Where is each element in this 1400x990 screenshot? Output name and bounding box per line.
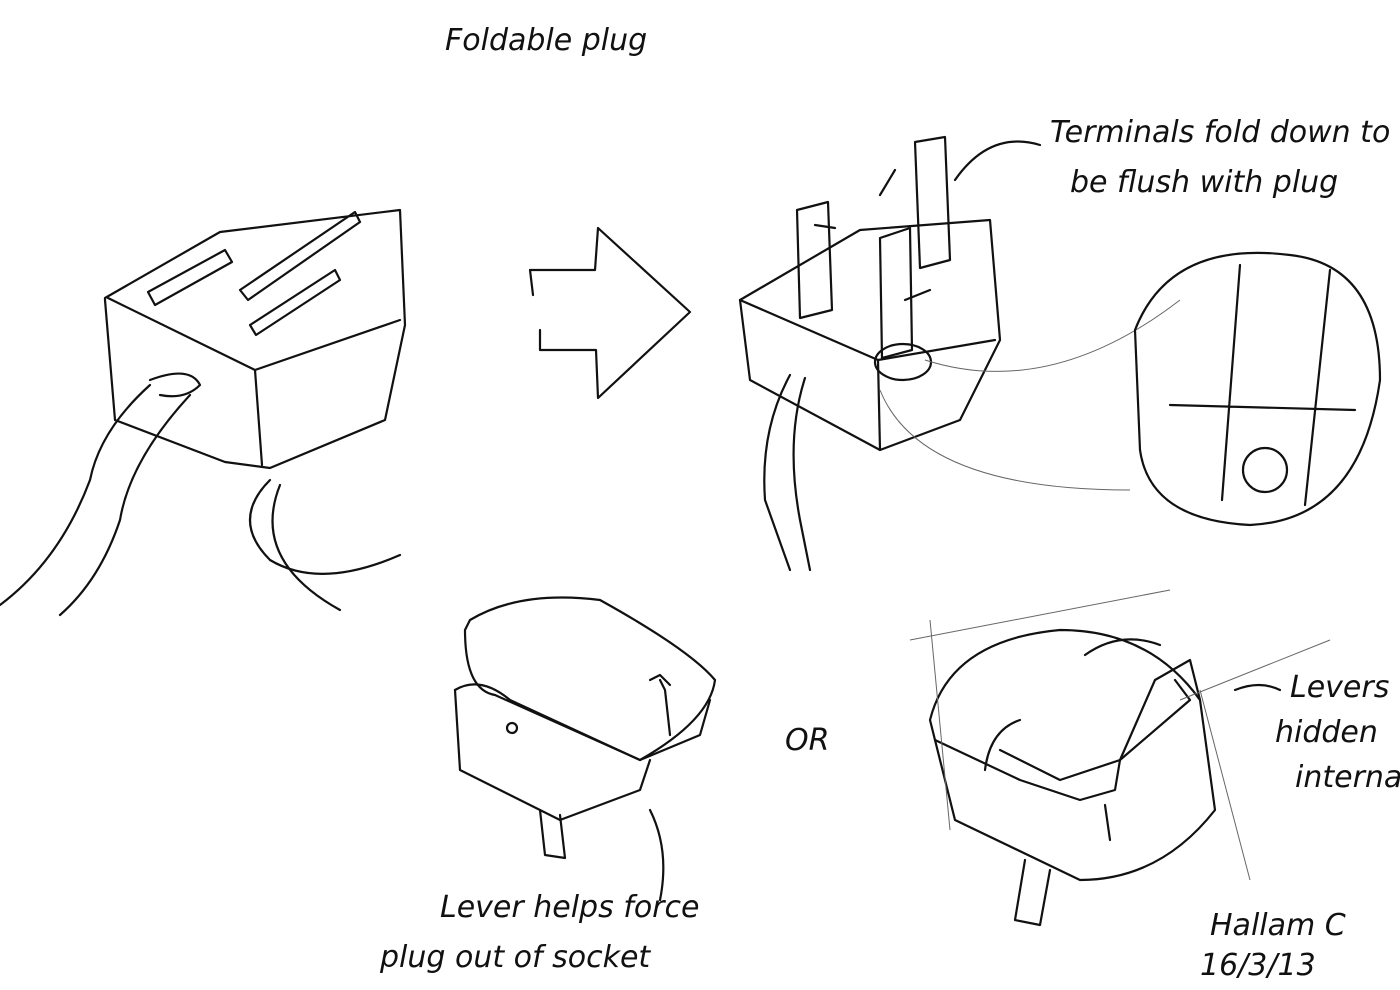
svg-text:Hallam C: Hallam C [1210, 908, 1346, 943]
lever-plug-sketch [453, 596, 717, 902]
lever-note-line2: plug out of socket [380, 940, 651, 975]
hidden-lever-plug-sketch [909, 589, 1331, 927]
arrow-icon [528, 226, 692, 400]
open-plug-sketch [738, 135, 1382, 572]
lever-note-line1: Lever helps force [440, 890, 700, 925]
page-title: Foldable plug [445, 23, 648, 58]
signature: Hallam C 16/3/13 [1200, 908, 1346, 983]
terminals-note-line2: be flush with plug [1070, 165, 1339, 200]
levers-note-line2: hidden [1275, 715, 1378, 750]
levers-note-line1: Levers [1290, 670, 1390, 705]
levers-note-line3: internally [1295, 760, 1400, 795]
or-label: OR [785, 723, 830, 758]
svg-text:16/3/13: 16/3/13 [1200, 948, 1316, 983]
closed-plug-sketch [0, 208, 407, 617]
terminals-note-line1: Terminals fold down to [1050, 115, 1391, 150]
